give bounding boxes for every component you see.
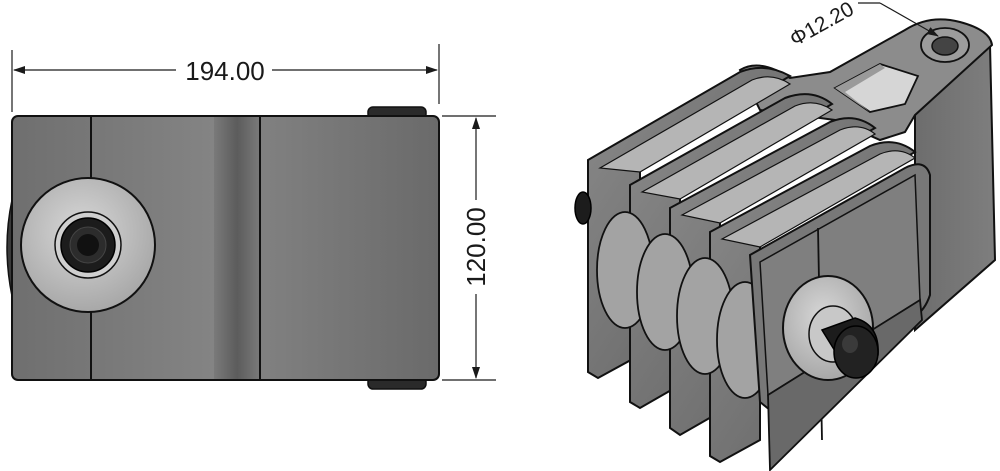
iso-plate-4 — [709, 141, 917, 464]
iso-back-bolt — [574, 191, 592, 225]
iso-plate-2 — [629, 93, 834, 410]
iso-plate-3 — [669, 117, 877, 437]
center-groove — [214, 117, 260, 379]
iso-front-bolt-head — [833, 325, 879, 379]
isometric-view — [574, 18, 997, 471]
iso-front-bolt-highlight — [842, 335, 858, 353]
diameter-leader-diagonal — [879, 2, 939, 37]
diameter-label: Φ12.20 — [786, 0, 858, 51]
width-dimension: 194.00 — [11, 44, 440, 112]
iso-square-hole-shade — [835, 64, 885, 112]
iso-top-hole-inner — [931, 36, 959, 56]
width-label: 194.00 — [185, 56, 265, 86]
front-view — [6, 106, 440, 390]
front-bolt-socket — [77, 234, 99, 256]
height-dimension: 120.00 — [442, 115, 496, 381]
height-label: 120.00 — [461, 207, 491, 287]
